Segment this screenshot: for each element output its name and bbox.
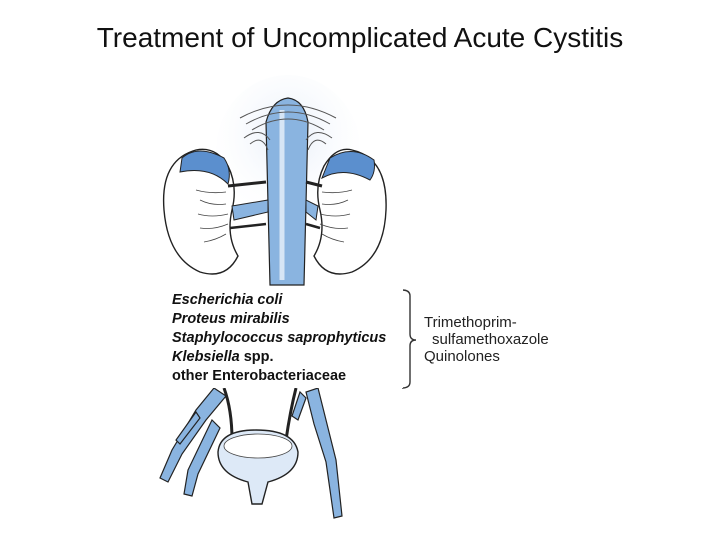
grouping-bracket (401, 289, 417, 389)
aorta (265, 97, 309, 286)
bladder (217, 429, 299, 505)
organism-label-backdrop (163, 286, 403, 388)
diaphragm-lines (239, 104, 337, 151)
slide-title: Treatment of Uncomplicated Acute Cystiti… (96, 22, 624, 53)
organism-item: other Enterobacteriaceae (172, 368, 347, 384)
iliac-vessels (159, 387, 343, 519)
treatment-line: Trimethoprim- (424, 314, 517, 331)
left-kidney (162, 148, 269, 275)
organism-item: Proteus mirabilis (172, 311, 290, 327)
organism-item: Staphylococcus saprophyticus (172, 330, 387, 346)
organism-list: Escherichia coli Proteus mirabilis Staph… (172, 291, 386, 386)
left-ureter (222, 387, 234, 441)
treatment-list: Trimethoprim- sulfamethoxazole Quinolone… (424, 314, 549, 365)
right-kidney (305, 148, 387, 275)
treatment-line: sulfamethoxazole (432, 331, 549, 348)
organism-item: Klebsiella spp. (172, 349, 274, 365)
treatment-line: Quinolones (424, 348, 500, 365)
organism-item: Escherichia coli (172, 292, 283, 308)
